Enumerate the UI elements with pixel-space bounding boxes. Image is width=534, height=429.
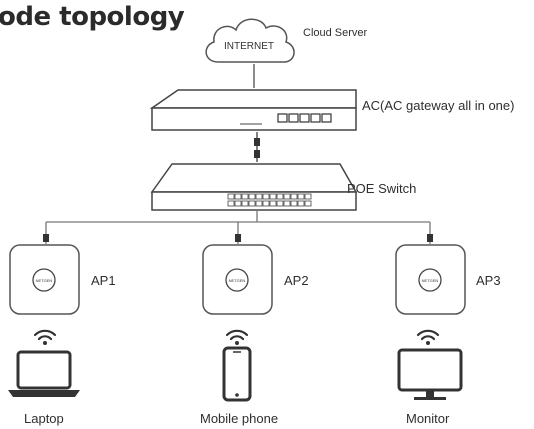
wifi-icon [33, 329, 57, 341]
cloud-text: INTERNET [224, 41, 274, 52]
laptop-icon [8, 350, 80, 397]
poe-switch-device [150, 163, 358, 211]
ap2-badge: NETGEN [229, 278, 246, 283]
monitor-icon [397, 348, 463, 400]
ac-gateway-device [149, 89, 357, 131]
ap2-label: AP2 [284, 273, 309, 288]
ap3-device [395, 244, 466, 315]
mobile-phone-icon [222, 346, 252, 402]
ac-port-group [277, 113, 332, 123]
monitor-label: Monitor [406, 411, 450, 426]
ap3-badge: NETGEN [422, 278, 439, 283]
ap1-badge: NETGEN [36, 278, 53, 283]
mobile-phone-label: Mobile phone [200, 411, 279, 426]
wifi-icon-dot [43, 341, 47, 345]
poe-port-group [227, 193, 312, 207]
ac-label: AC(AC gateway all in one) [362, 98, 515, 113]
ap-connector-group [43, 234, 433, 242]
ap2-device [202, 244, 273, 315]
laptop-label: Laptop [24, 411, 64, 426]
poe-switch-label: POE Switch [347, 181, 417, 196]
page-title: ode topology [0, 2, 185, 32]
ap1-label: AP1 [91, 273, 116, 288]
cloud-icon [205, 18, 295, 63]
link-ac-poe [254, 132, 260, 162]
ap3-label: AP3 [476, 273, 501, 288]
wifi-icon-dot [426, 341, 430, 345]
ap1-device [9, 244, 80, 315]
wifi-icon [225, 329, 249, 341]
cloud-server-label: Cloud Server [303, 27, 368, 39]
wifi-icon [416, 329, 440, 341]
wifi-icon-dot [235, 341, 239, 345]
